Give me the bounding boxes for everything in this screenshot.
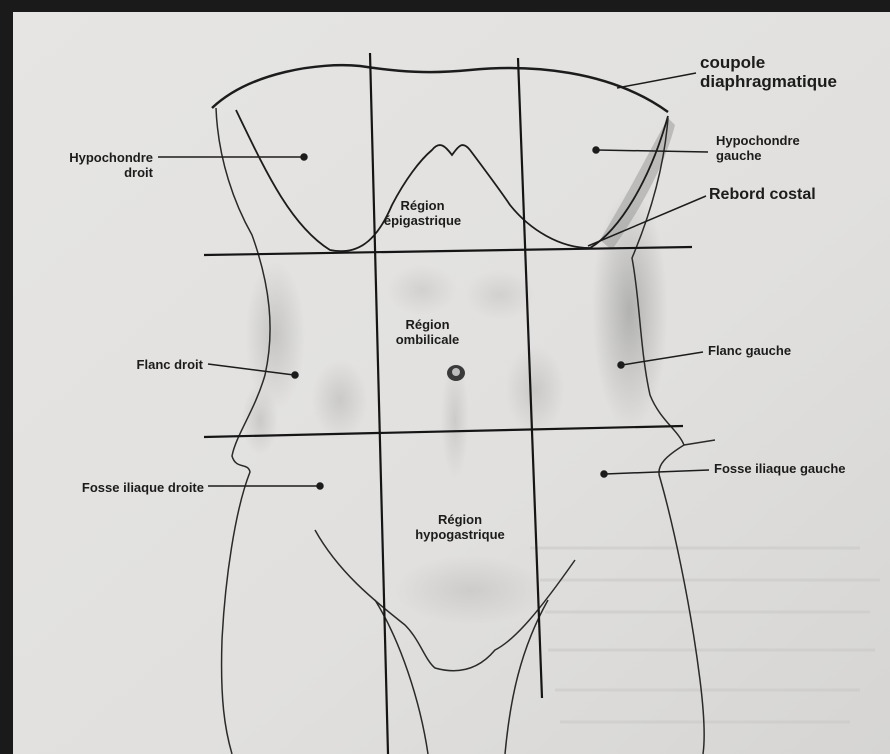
label-hypochondre-droit-line2: droit [30, 165, 153, 180]
label-flanc-droit: Flanc droit [90, 357, 203, 372]
label-region-epigastrique: Région épigastrique [370, 198, 475, 228]
label-fosse-iliaque-droite: Fosse iliaque droite [18, 480, 204, 495]
label-hypochondre-gauche-line1: Hypochondre [716, 133, 836, 148]
navel [447, 365, 465, 381]
label-epigastrique-line2: épigastrique [370, 213, 475, 228]
label-ombilicale-line2: ombilicale [380, 332, 475, 347]
label-hypochondre-droit-line1: Hypochondre [30, 150, 153, 165]
label-hypochondre-gauche: Hypochondre gauche [716, 133, 836, 163]
label-hypochondre-gauche-line2: gauche [716, 148, 836, 163]
label-hypogastrique-line1: Région [395, 512, 525, 527]
label-coupole-line1: coupole [700, 53, 875, 72]
label-epigastrique-line1: Région [370, 198, 475, 213]
label-hypogastrique-line2: hypogastrique [395, 527, 525, 542]
label-flanc-gauche: Flanc gauche [708, 343, 791, 358]
label-coupole-line2: diaphragmatique [700, 72, 875, 91]
label-region-ombilicale: Région ombilicale [380, 317, 475, 347]
label-coupole-diaphragmatique: coupole diaphragmatique [700, 53, 875, 91]
label-rebord-costal: Rebord costal [709, 187, 816, 202]
label-hypochondre-droit: Hypochondre droit [30, 150, 153, 180]
label-fosse-iliaque-gauche: Fosse iliaque gauche [714, 461, 846, 476]
label-ombilicale-line1: Région [380, 317, 475, 332]
label-region-hypogastrique: Région hypogastrique [395, 512, 525, 542]
